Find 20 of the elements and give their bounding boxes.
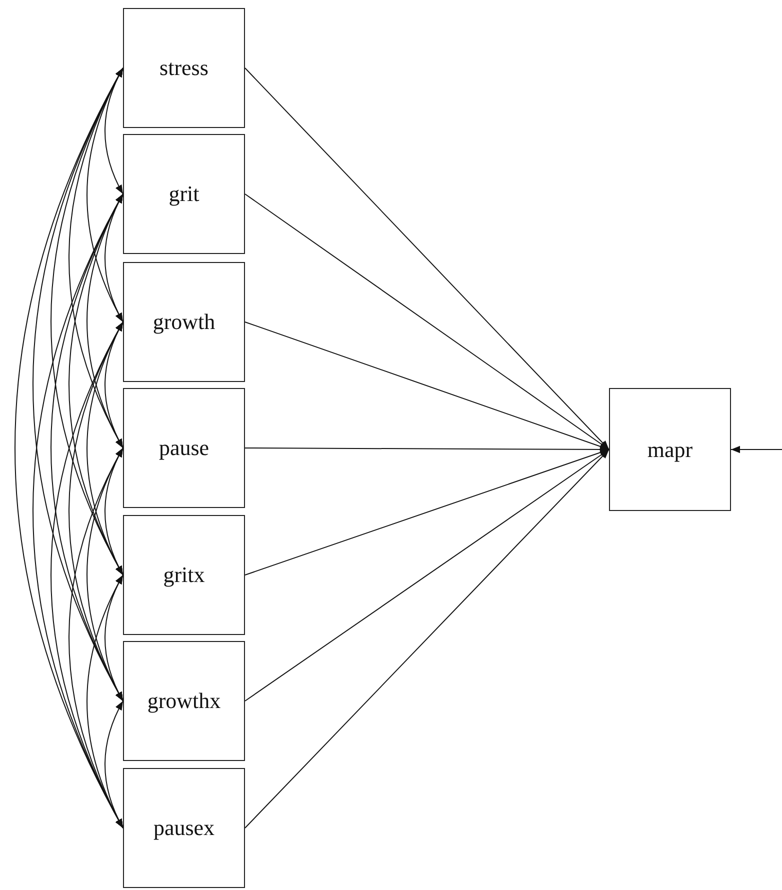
variable-box — [123, 262, 245, 382]
variable-box — [123, 388, 245, 508]
variable-label: grit — [168, 181, 200, 207]
covariance-arrow — [104, 700, 124, 828]
variable-box — [123, 134, 245, 254]
variable-label: mapr — [647, 436, 693, 462]
variable-label: growthx — [147, 688, 221, 714]
path-arrow — [730, 446, 782, 454]
variable-label: growth — [152, 309, 216, 335]
path-arrow — [244, 449, 610, 828]
variable-box — [123, 8, 245, 128]
variable-box — [123, 641, 245, 761]
variable-label: gritx — [163, 562, 205, 588]
variable-label: pause — [158, 435, 210, 461]
variable-box — [609, 388, 731, 511]
variable-label: stress — [160, 55, 208, 81]
variable-box — [123, 515, 245, 635]
variable-label: pausex — [153, 815, 215, 841]
variable-box — [123, 768, 245, 888]
path-arrow — [244, 68, 610, 450]
